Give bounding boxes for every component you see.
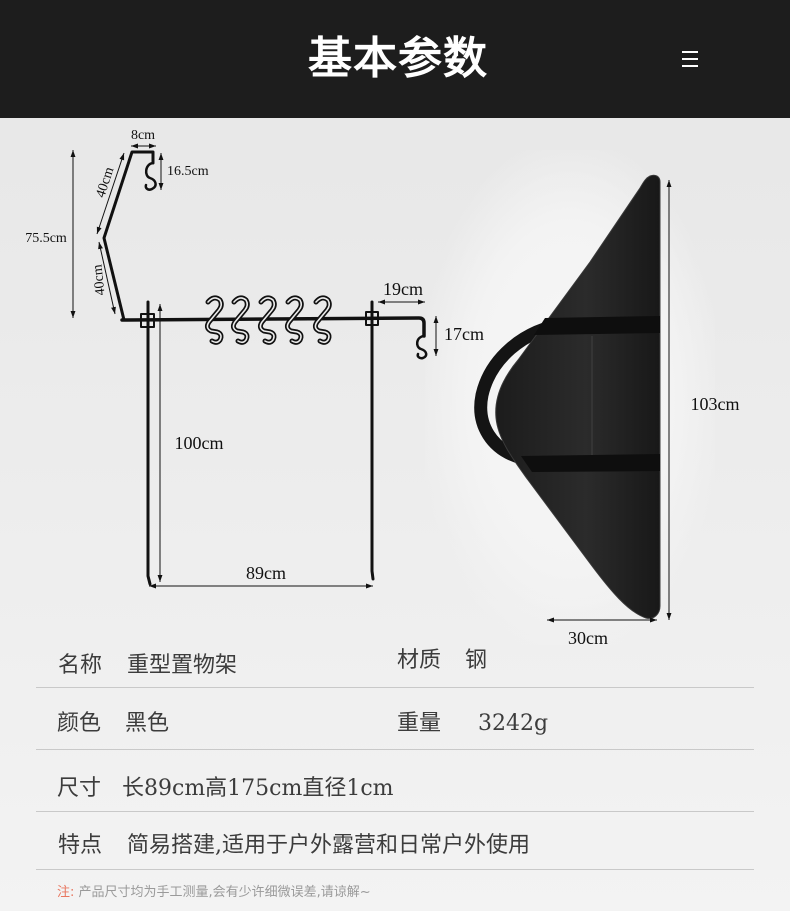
dim-line-lower-arm: [98, 241, 116, 315]
measurement-note: 注: 产品尺寸均为手工测量,会有少许细微误差,请谅解~: [57, 885, 371, 901]
spec-label: 重量: [397, 711, 442, 736]
spec-label: 特点: [58, 833, 103, 858]
note-text: 产品尺寸均为手工测量,会有少许细微误差,请谅解~: [78, 885, 371, 900]
label-bag-width: 30cm: [568, 628, 608, 648]
bag-strap-lower: [521, 454, 660, 472]
spec-label: 材质: [397, 648, 442, 673]
product-dimension-diagram: 8cm 16.5cm 40cm 40cm 75.5cm 19cm 17cm 10…: [25, 128, 739, 648]
hamburger-menu-icon[interactable]: [679, 48, 701, 68]
spec-value: 黑色: [125, 711, 170, 736]
carry-bag: [474, 174, 661, 619]
spec-value: 长89cm高175cm直径1cm: [122, 776, 394, 801]
dimension-labels: 8cm 16.5cm 40cm 40cm 75.5cm 19cm 17cm 10…: [25, 128, 739, 648]
note-prefix: 注:: [57, 885, 75, 900]
spec-value: 3242g: [478, 711, 549, 736]
row-divider: [36, 687, 754, 688]
row-divider: [36, 869, 754, 870]
spec-value: 简易搭建,适用于户外露营和日常户外使用: [127, 833, 530, 858]
left-stake: [146, 300, 152, 586]
left-end-hook: [144, 161, 157, 191]
spec-label: 颜色: [57, 711, 102, 736]
row-divider: [36, 811, 754, 812]
s-hook: [230, 295, 250, 345]
rack-top-bar: [120, 316, 426, 338]
label-stake-length: 100cm: [175, 433, 224, 453]
label-lower-arm: 40cm: [90, 263, 108, 296]
left-bar-clamp: [140, 313, 155, 328]
page-title: 基本参数: [308, 33, 488, 84]
s-hook: [204, 295, 224, 345]
spec-value: 重型置物架: [127, 653, 238, 678]
right-bar-clamp: [365, 311, 379, 326]
dim-line-upper-arm: [96, 152, 125, 235]
label-left-hook-drop: 16.5cm: [167, 164, 209, 179]
spec-label: 名称: [58, 653, 103, 678]
bag-strap-upper: [534, 316, 660, 335]
row-divider: [36, 749, 754, 750]
spec-label: 尺寸: [57, 776, 102, 801]
s-hook: [257, 295, 277, 345]
right-stake: [370, 300, 375, 581]
bag-body: [495, 174, 661, 619]
label-stake-spacing: 89cm: [246, 563, 286, 583]
s-hook: [312, 295, 332, 345]
label-hook-width: 8cm: [131, 128, 155, 143]
dimension-lines: [70, 143, 672, 623]
spec-value: 钢: [465, 648, 488, 673]
label-arm-height: 75.5cm: [25, 231, 67, 246]
bag-handle: [474, 317, 573, 471]
label-right-extension: 19cm: [383, 279, 423, 299]
label-bag-length: 103cm: [691, 394, 740, 414]
right-end-hook: [415, 334, 428, 360]
page-header: 基本参数: [0, 0, 790, 118]
s-hook: [284, 295, 304, 345]
rack: [102, 150, 428, 586]
label-right-hook-drop: 17cm: [444, 324, 484, 344]
